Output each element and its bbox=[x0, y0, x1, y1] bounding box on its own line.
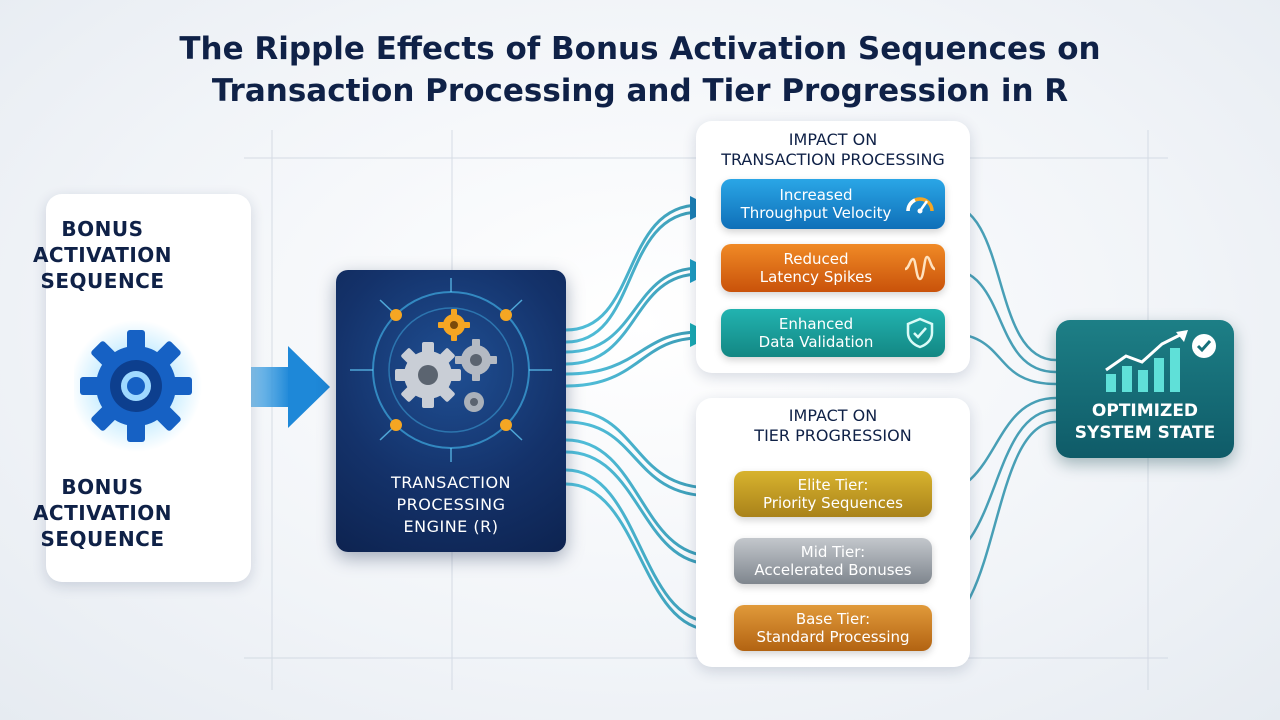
optimized-system-state-label: OPTIMIZED SYSTEM STATE bbox=[1056, 400, 1234, 444]
circuit-gears-icon bbox=[350, 278, 552, 462]
elite-tier-item: Elite Tier: Priority Sequences bbox=[734, 471, 932, 517]
panel-title-line: IMPACT ON bbox=[788, 130, 878, 149]
latency-spikes-item: Reduced Latency Spikes bbox=[721, 244, 945, 292]
bonus-activation-label-top: BONUS ACTIVATION SEQUENCE bbox=[0, 216, 205, 294]
bonus-label-line: SEQUENCE bbox=[40, 269, 165, 293]
data-validation-item: Enhanced Data Validation bbox=[721, 309, 945, 357]
item-line: Enhanced bbox=[778, 315, 854, 333]
item-line: Base Tier: bbox=[795, 610, 871, 628]
item-line: Throughput Velocity bbox=[740, 204, 892, 222]
bonus-label-line: BONUS bbox=[61, 217, 144, 241]
bonus-label-line: ACTIVATION bbox=[32, 501, 173, 525]
throughput-velocity-item: Increased Throughput Velocity bbox=[721, 179, 945, 229]
item-line: Standard Processing bbox=[756, 628, 910, 646]
bonus-label-line: ACTIVATION bbox=[32, 243, 173, 267]
engine-label-line: PROCESSING bbox=[396, 495, 506, 514]
base-tier-item: Base Tier: Standard Processing bbox=[734, 605, 932, 651]
mid-tier-item: Mid Tier: Accelerated Bonuses bbox=[734, 538, 932, 584]
title-line-1: The Ripple Effects of Bonus Activation S… bbox=[179, 31, 1101, 67]
item-line: Elite Tier: bbox=[797, 476, 869, 494]
transaction-engine-card bbox=[336, 270, 566, 552]
tier-impact-title: IMPACT ON TIER PROGRESSION bbox=[696, 406, 970, 446]
item-line: Latency Spikes bbox=[759, 268, 873, 286]
gear-icon bbox=[74, 320, 202, 452]
rising-chart-check-icon bbox=[1105, 330, 1216, 392]
engine-label-line: TRANSACTION bbox=[391, 473, 511, 492]
item-line: Increased bbox=[779, 186, 853, 204]
engine-label-line: ENGINE (R) bbox=[403, 517, 499, 536]
panel-title-line: TIER PROGRESSION bbox=[754, 426, 912, 445]
engine-to-impact-flows bbox=[565, 203, 713, 632]
outcome-label-line: SYSTEM STATE bbox=[1074, 423, 1216, 443]
title-line-2: Transaction Processing and Tier Progress… bbox=[211, 73, 1069, 109]
panel-title-line: TRANSACTION PROCESSING bbox=[721, 150, 945, 169]
outcome-label-line: OPTIMIZED bbox=[1091, 401, 1199, 421]
item-line: Mid Tier: bbox=[800, 543, 866, 561]
item-line: Priority Sequences bbox=[763, 494, 903, 512]
bonus-activation-label-bottom: BONUS ACTIVATION SEQUENCE bbox=[0, 474, 205, 552]
item-line: Reduced bbox=[783, 250, 849, 268]
item-line: Accelerated Bonuses bbox=[754, 561, 912, 579]
panel-title-line: IMPACT ON bbox=[788, 406, 878, 425]
engine-label: TRANSACTION PROCESSING ENGINE (R) bbox=[336, 472, 566, 538]
bonus-label-line: SEQUENCE bbox=[40, 527, 165, 551]
waveform-icon bbox=[904, 255, 936, 281]
bonus-label-line: BONUS bbox=[61, 475, 144, 499]
page-title: The Ripple Effects of Bonus Activation S… bbox=[0, 28, 1280, 112]
speedometer-icon bbox=[906, 197, 934, 214]
item-line: Data Validation bbox=[758, 333, 874, 351]
transaction-impact-title: IMPACT ON TRANSACTION PROCESSING bbox=[696, 130, 970, 170]
shield-check-icon bbox=[906, 317, 934, 349]
